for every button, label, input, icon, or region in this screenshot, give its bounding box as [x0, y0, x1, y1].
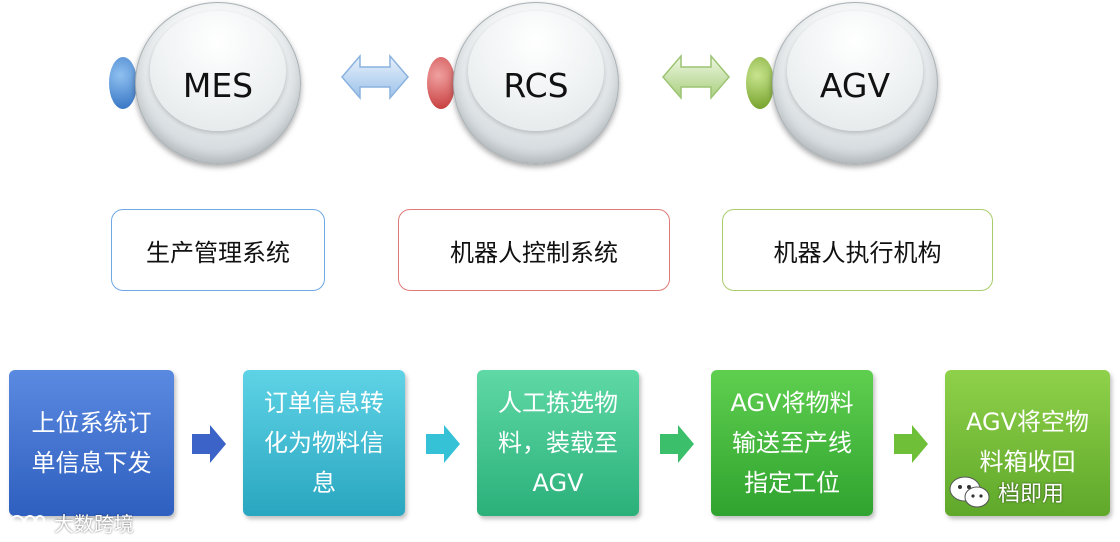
node-label: AGV — [819, 65, 891, 105]
node-left-cap — [427, 57, 455, 109]
watermark-right-text: 档即用 — [998, 482, 1065, 507]
system-node-agv: AGV — [740, 0, 940, 170]
step-label: AGV将物料 输送至产线 指定工位 — [730, 389, 854, 497]
description-box-agv: 机器人执行机构 — [722, 209, 993, 291]
right-arrow-icon — [426, 425, 460, 463]
double-arrow-icon — [662, 53, 730, 101]
double-arrow-icon — [341, 53, 409, 101]
description-box-rcs: 机器人控制系统 — [398, 209, 670, 291]
step-label: AGV将空物 料箱收回 — [965, 408, 1089, 476]
watermark-right: 档即用 — [948, 474, 1064, 510]
process-step-2: 订单信息转 化为物料信 息 — [243, 370, 405, 516]
description-label: 生产管理系统 — [146, 238, 290, 267]
node-left-cap — [746, 57, 774, 109]
step-label: 人工拣选物 料，装载至 AGV — [498, 389, 618, 497]
system-node-mes: MES — [103, 0, 303, 170]
process-step-1: 上位系统订 单信息下发 — [9, 370, 174, 516]
right-arrow-icon — [894, 425, 928, 463]
description-label: 机器人执行机构 — [773, 238, 942, 267]
process-step-4: AGV将物料 输送至产线 指定工位 — [711, 370, 873, 516]
step-label: 上位系统订 单信息下发 — [31, 409, 152, 477]
logo-icon — [9, 514, 45, 531]
right-arrow-icon — [660, 425, 694, 463]
right-arrow-icon — [192, 425, 226, 463]
watermark-left: 大数跨境 — [8, 508, 134, 537]
node-orb: AGV — [772, 2, 938, 164]
system-node-rcs: RCS — [421, 0, 621, 170]
node-left-cap — [109, 57, 137, 109]
process-step-3: 人工拣选物 料，装载至 AGV — [477, 370, 639, 516]
node-label: MES — [182, 65, 254, 105]
node-orb: RCS — [453, 2, 619, 164]
watermark-left-text: 大数跨境 — [54, 512, 134, 536]
node-orb: MES — [135, 2, 301, 164]
description-label: 机器人控制系统 — [450, 238, 618, 267]
node-label: RCS — [503, 65, 569, 105]
description-box-mes: 生产管理系统 — [111, 209, 325, 291]
step-label: 订单信息转 化为物料信 息 — [264, 389, 384, 497]
wechat-icon — [949, 476, 990, 508]
